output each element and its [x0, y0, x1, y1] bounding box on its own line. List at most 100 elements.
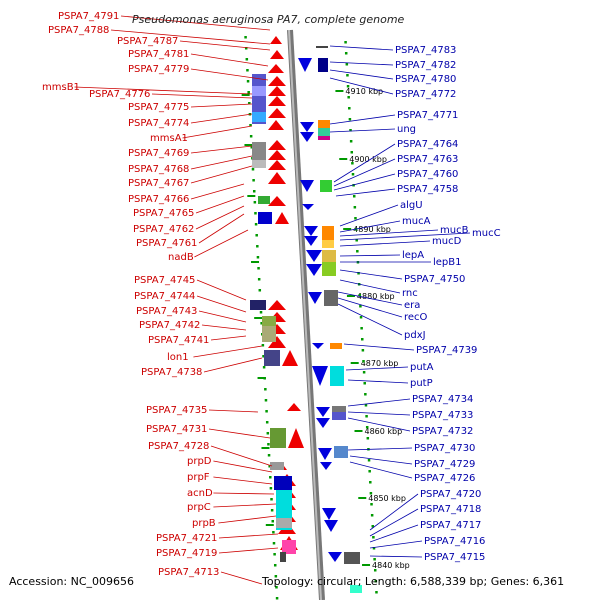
reverse-gene [328, 552, 342, 562]
right-leader-line [337, 291, 403, 306]
track-dot [348, 118, 352, 121]
right-gene-label: PSPA7_4718 [420, 504, 481, 515]
forward-gene [268, 76, 286, 86]
track-dot [370, 514, 374, 517]
left-leader-line [190, 68, 269, 81]
gene-block [332, 412, 346, 420]
track-dot [264, 399, 268, 402]
track-dot [269, 487, 273, 490]
track-dot [265, 421, 269, 424]
gene-block [322, 250, 336, 262]
forward-gene [268, 300, 286, 310]
gene-block [332, 406, 346, 412]
tick-label: 4880 kbp [357, 292, 395, 301]
track-dot [262, 366, 266, 369]
gene-block [322, 226, 334, 240]
track-dot [360, 327, 363, 330]
reverse-gene [316, 407, 330, 417]
gene-block [322, 262, 336, 276]
track-dot [259, 311, 263, 314]
right-gene-label: lepA [402, 250, 424, 261]
track-dot [249, 135, 253, 138]
left-leader-line [182, 125, 253, 139]
track-dot [359, 316, 363, 319]
left-gene-label: PSPA7_4735 [146, 405, 207, 416]
right-leader-line [369, 555, 423, 558]
track-dot [248, 102, 251, 105]
right-leader-line [339, 220, 401, 233]
right-gene-label: rnc [402, 288, 418, 299]
track-dot [348, 107, 351, 110]
forward-gene [288, 428, 304, 448]
track-dot [273, 553, 276, 556]
right-leader-line [333, 143, 396, 183]
left-gene-label: nadB [168, 252, 194, 263]
left-leader-line [220, 571, 263, 585]
forward-gene [268, 96, 286, 106]
track-dot [373, 569, 377, 572]
genome-backbone [287, 29, 325, 600]
right-gene-label: PSPA7_4763 [397, 154, 458, 165]
right-leader-line [333, 173, 396, 191]
left-gene-label: PSPA7_4721 [156, 533, 217, 544]
left-leader-line [195, 195, 245, 214]
reverse-gene [304, 236, 318, 246]
gene-block [264, 350, 280, 366]
right-leader-line [329, 114, 396, 125]
left-gene-label: mmsA1 [150, 133, 188, 144]
right-gene-label: PSPA7_4782 [395, 60, 456, 71]
left-gene-label: PSPA7_4787 [117, 36, 178, 47]
track-dot [372, 536, 375, 539]
track-dot [349, 129, 352, 132]
track-dot [361, 338, 364, 341]
right-gene-label: putP [410, 378, 433, 389]
track-dot [255, 234, 258, 237]
right-gene-label: mucB [440, 225, 469, 236]
left-leader-line [193, 345, 263, 358]
gene-block [334, 446, 348, 458]
track-dot [362, 371, 366, 374]
reverse-gene [308, 292, 322, 304]
left-leader-line [196, 295, 247, 313]
left-gene-label: PSPA7_4775 [128, 102, 189, 113]
track-dot [349, 140, 353, 143]
right-gene-label: PSPA7_4720 [420, 489, 481, 500]
reverse-gene [306, 264, 322, 276]
gene-block [324, 290, 338, 306]
left-gene-label: PSPA7_4779 [128, 64, 189, 75]
track-dot [356, 250, 359, 253]
left-leader-line [218, 515, 277, 524]
track-dot [363, 382, 366, 385]
left-gene-label: lon1 [167, 352, 189, 363]
track-dot [269, 476, 272, 479]
gene-block [318, 120, 330, 128]
track-dot [272, 542, 276, 545]
right-gene-label: PSPA7_4733 [412, 410, 473, 421]
forward-gene [270, 50, 284, 59]
right-gene-label: PSPA7_4730 [414, 443, 475, 454]
right-leader-line [343, 343, 415, 351]
track-dot [346, 74, 349, 77]
track-dot [264, 388, 267, 391]
left-leader-line [213, 460, 273, 473]
right-leader-line [339, 279, 401, 294]
right-gene-label: PSPA7_4732 [412, 426, 473, 437]
left-gene-label: PSPA7_4767 [128, 178, 189, 189]
left-leader-line [213, 492, 275, 495]
left-gene-label: PSPA7_4745 [134, 275, 195, 286]
genome-title: Pseudomonas aeruginosa PA7, complete gen… [132, 13, 405, 26]
right-gene-label: PSPA7_4758 [397, 184, 458, 195]
right-gene-label: PSPA7_4716 [424, 536, 485, 547]
left-gene-label: PSPA7_4761 [136, 238, 197, 249]
track-dot [344, 52, 348, 55]
left-gene-label: mmsB1 [42, 82, 80, 93]
track-dot [358, 294, 362, 297]
reverse-gene [300, 180, 314, 192]
reverse-gene [302, 204, 314, 210]
forward-gene [268, 120, 284, 130]
gene-features [250, 36, 362, 593]
track-dot [258, 289, 262, 292]
track-dot [364, 393, 367, 396]
left-gene-label: PSPA7_4788 [48, 25, 109, 36]
tick-label: 4850 kbp [368, 494, 406, 503]
